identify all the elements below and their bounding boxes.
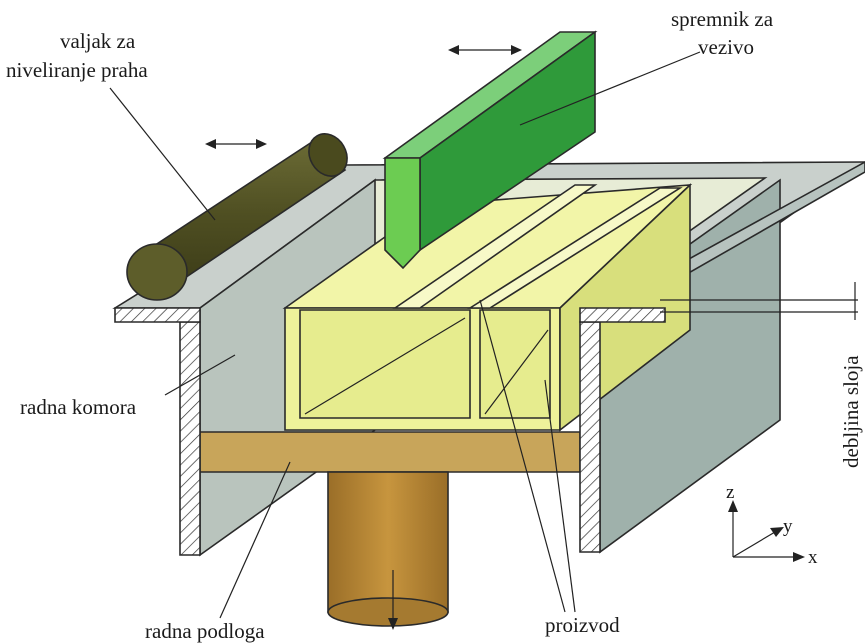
leader-platform <box>219 461 291 619</box>
label-chamber: radna komora <box>20 395 137 419</box>
right-flange-hatched <box>579 307 666 323</box>
label-binder-line1: spremnik za <box>671 7 774 31</box>
piston-arrow-head <box>388 618 398 630</box>
axis-y-label: y <box>783 516 793 537</box>
product-top-strip-1 <box>392 184 598 309</box>
product-right <box>479 309 551 419</box>
label-roller-line1: valjak za <box>60 29 136 53</box>
label-binder-line2: vezivo <box>698 35 754 59</box>
roller-double-arrow <box>205 139 267 149</box>
piston-end <box>327 597 449 627</box>
label-product: proizvod <box>545 613 620 637</box>
leader-product-2 <box>544 379 576 613</box>
label-roller-line2: niveliranje praha <box>6 58 148 82</box>
leader-product-1 <box>479 299 566 613</box>
leader-chamber <box>164 354 236 396</box>
right-wall-hatched <box>579 321 601 553</box>
leader-roller <box>109 87 216 221</box>
coordinate-axes <box>728 500 805 562</box>
left-flange-hatched <box>114 307 201 323</box>
axis-z-label: z <box>726 482 734 503</box>
product-left-diagonal <box>304 317 466 415</box>
left-wall-hatched <box>179 321 201 556</box>
piston <box>327 471 449 613</box>
label-platform: radna podloga <box>145 619 265 643</box>
product-top-strip-2 <box>467 187 683 309</box>
product-right-diagonal <box>484 329 549 415</box>
label-layer-thickness: debljina sloja <box>839 355 863 468</box>
layer-thickness-indicator <box>660 282 858 320</box>
leveling-roller <box>126 133 348 301</box>
axis-x-label: x <box>808 547 818 568</box>
work-platform <box>199 431 581 473</box>
binder-reservoir <box>382 30 598 270</box>
binder-double-arrow <box>448 45 522 55</box>
leader-binder <box>519 51 701 126</box>
